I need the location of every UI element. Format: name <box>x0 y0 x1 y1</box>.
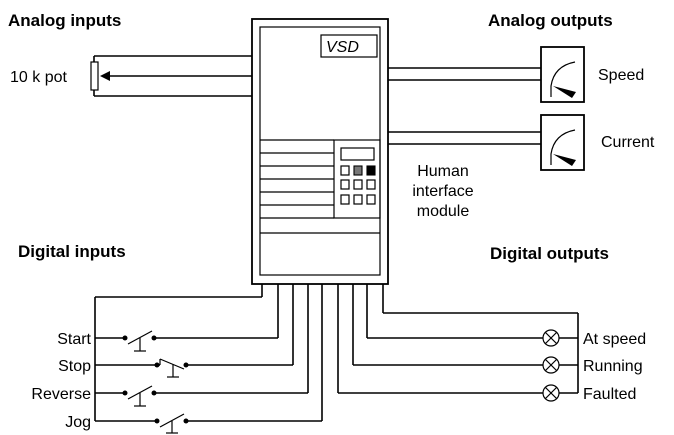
him-key <box>340 194 350 205</box>
digital-input-label: Jog <box>65 414 91 431</box>
digital-input-wiring <box>94 284 323 422</box>
him-display <box>340 147 375 161</box>
speed-meter <box>540 46 585 103</box>
analog-output-wiring <box>388 67 541 145</box>
him-key <box>366 165 376 176</box>
vsd-label: VSD <box>326 39 359 56</box>
digital-output-label: Running <box>583 358 643 375</box>
speed-label: Speed <box>598 67 644 84</box>
vsd-outer-box <box>251 18 389 285</box>
him-frame <box>333 139 381 219</box>
at-speed-lamp <box>542 329 560 347</box>
reverse-pushbutton <box>122 385 157 407</box>
him-key <box>366 179 376 190</box>
him-key <box>353 179 363 190</box>
digital-output-wiring <box>337 284 579 394</box>
digital-output-label: At speed <box>583 331 646 348</box>
digital-input-label: Start <box>57 331 91 348</box>
faulted-lamp <box>542 384 560 402</box>
digital-input-label: Stop <box>58 358 91 375</box>
pot-label: 10 k pot <box>10 69 67 86</box>
heading-digital-outputs: Digital outputs <box>490 244 609 263</box>
heading-digital-inputs: Digital inputs <box>18 242 126 261</box>
human-interface-module <box>333 139 381 219</box>
potentiometer: 10 k pot <box>10 55 252 97</box>
him-key <box>353 194 363 205</box>
vsd-drive: VSD <box>251 18 389 285</box>
heading-analog-outputs: Analog outputs <box>488 11 613 30</box>
current-label: Current <box>601 134 655 151</box>
him-key <box>340 165 350 176</box>
pot-wiper-arrow <box>100 71 110 81</box>
heading-analog-inputs: Analog inputs <box>8 11 121 30</box>
jog-pushbutton <box>154 413 189 434</box>
him-label-line-3: module <box>417 203 470 220</box>
digital-input-label: Reverse <box>31 386 91 403</box>
digital-output-label: Faulted <box>583 386 636 403</box>
him-key <box>340 179 350 190</box>
him-label-line-2: interface <box>412 183 473 200</box>
running-lamp <box>542 356 560 374</box>
start-pushbutton <box>122 330 157 352</box>
him-key <box>366 194 376 205</box>
current-meter <box>540 114 585 171</box>
stop-pushbutton <box>154 358 189 378</box>
him-label-line-1: Human <box>417 163 469 180</box>
vsd-label-box <box>320 34 378 58</box>
terminal-strip <box>260 139 334 219</box>
pot-resistor <box>90 61 99 91</box>
him-key <box>353 165 363 176</box>
